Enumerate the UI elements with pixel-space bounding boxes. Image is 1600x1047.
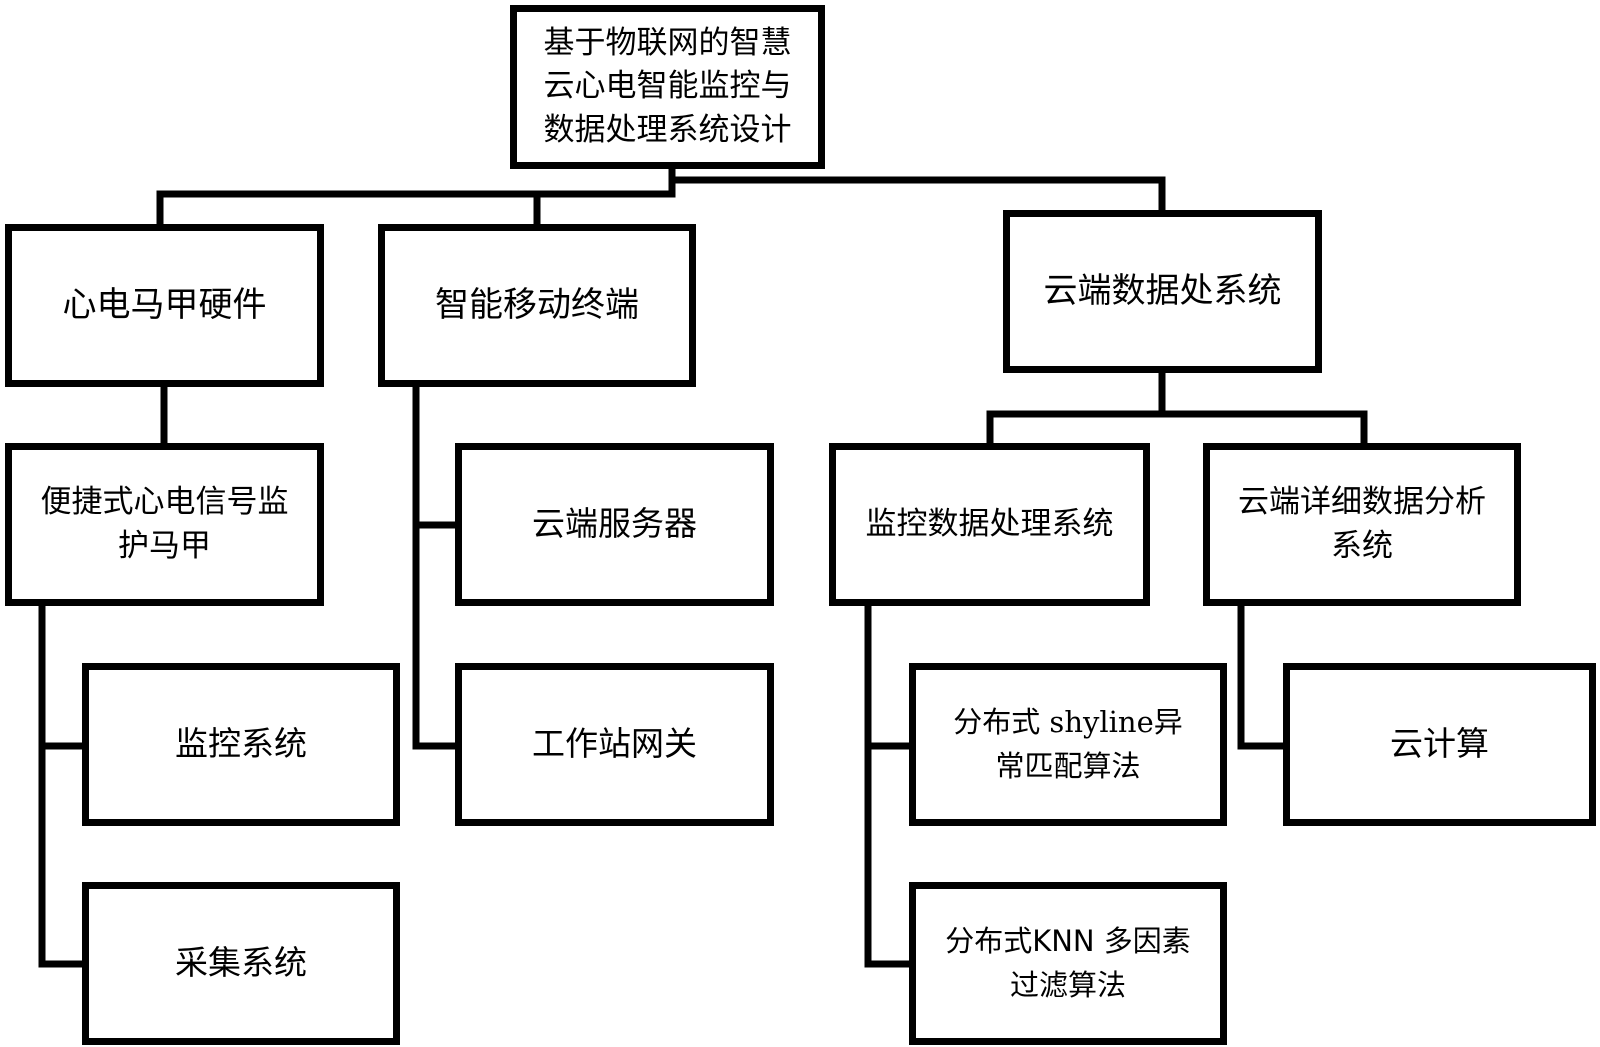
- node-skyline-algorithm: 分布式 shyline异 常匹配算法: [909, 663, 1227, 826]
- hardware-label: 心电马甲硬件: [62, 285, 267, 326]
- cloud-server-label: 云端服务器: [532, 504, 697, 544]
- vest-label: 便捷式心电信号监 护马甲: [40, 484, 289, 564]
- cloud-system-label: 云端数据处系统: [1043, 271, 1282, 312]
- node-monitoring-system: 监控系统: [82, 663, 400, 826]
- knn-algorithm-label: 分布式KNN 多因素 过滤算法: [945, 924, 1191, 1002]
- node-detailed-analysis: 云端详细数据分析 系统: [1203, 443, 1521, 606]
- node-cloud-system: 云端数据处系统: [1003, 210, 1322, 373]
- node-acquisition-system: 采集系统: [82, 882, 400, 1045]
- node-monitor-processing: 监控数据处理系统: [829, 443, 1150, 606]
- monitoring-system-label: 监控系统: [175, 724, 307, 764]
- acquisition-system-label: 采集系统: [175, 943, 307, 983]
- root-node: 基于物联网的智慧 云心电智能监控与 数据处理系统设计: [510, 5, 825, 169]
- root-label: 基于物联网的智慧 云心电智能监控与 数据处理系统设计: [543, 24, 792, 148]
- skyline-algorithm-label: 分布式 shyline异 常匹配算法: [953, 705, 1183, 783]
- node-workstation-gateway: 工作站网关: [455, 663, 774, 826]
- node-vest: 便捷式心电信号监 护马甲: [5, 443, 324, 606]
- cloud-computing-label: 云计算: [1390, 724, 1489, 764]
- monitor-processing-label: 监控数据处理系统: [865, 506, 1114, 543]
- node-mobile-terminal: 智能移动终端: [378, 224, 696, 387]
- detailed-analysis-label: 云端详细数据分析 系统: [1238, 484, 1486, 564]
- node-hardware: 心电马甲硬件: [5, 224, 324, 387]
- node-knn-algorithm: 分布式KNN 多因素 过滤算法: [909, 882, 1227, 1045]
- node-cloud-server: 云端服务器: [455, 443, 774, 606]
- connector-root-bus: [156, 176, 1166, 198]
- node-cloud-computing: 云计算: [1283, 663, 1596, 826]
- mobile-terminal-label: 智能移动终端: [435, 285, 639, 326]
- workstation-gateway-label: 工作站网关: [532, 724, 697, 764]
